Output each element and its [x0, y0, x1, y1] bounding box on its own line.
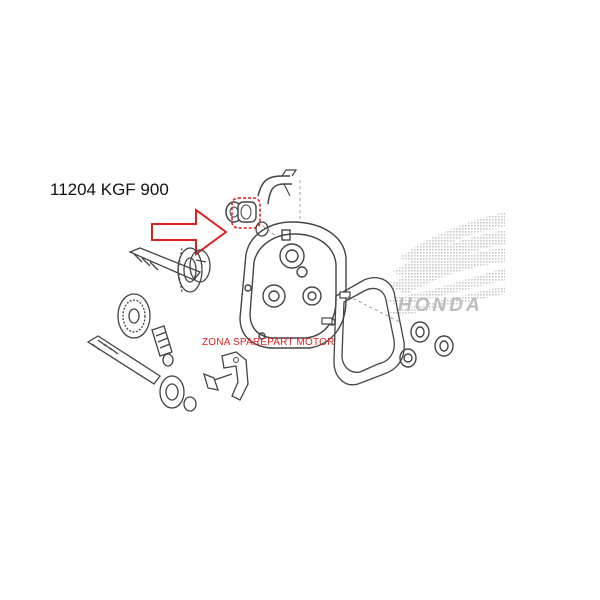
- honda-logo-text: HONDA: [398, 295, 483, 316]
- dowel-pin: [339, 291, 351, 299]
- countershaft-assembly: [128, 247, 211, 293]
- pinion-gear: [151, 325, 174, 367]
- bracket-plate: [221, 351, 249, 401]
- highlighted-bearing: [225, 197, 269, 237]
- ball-bearing-right: [434, 335, 454, 357]
- honda-wing-logo: [386, 212, 505, 316]
- guide-lines: [257, 180, 401, 323]
- watermark-text: ZONA SPAREPART MOTOR: [202, 337, 335, 348]
- breather-tube: [257, 175, 292, 205]
- oil-seal-lower: [399, 348, 417, 368]
- cover-gasket: [333, 277, 405, 386]
- oil-seal: [410, 321, 430, 343]
- crankcase-cover: [239, 221, 347, 349]
- bracket-bolt: [203, 372, 233, 391]
- part-number-label: 11204 KGF 900: [50, 180, 169, 199]
- pointer-arrow: [151, 208, 228, 256]
- final-shaft: [86, 335, 197, 412]
- dowel-pin: [321, 317, 333, 325]
- drive-gear: [117, 293, 151, 339]
